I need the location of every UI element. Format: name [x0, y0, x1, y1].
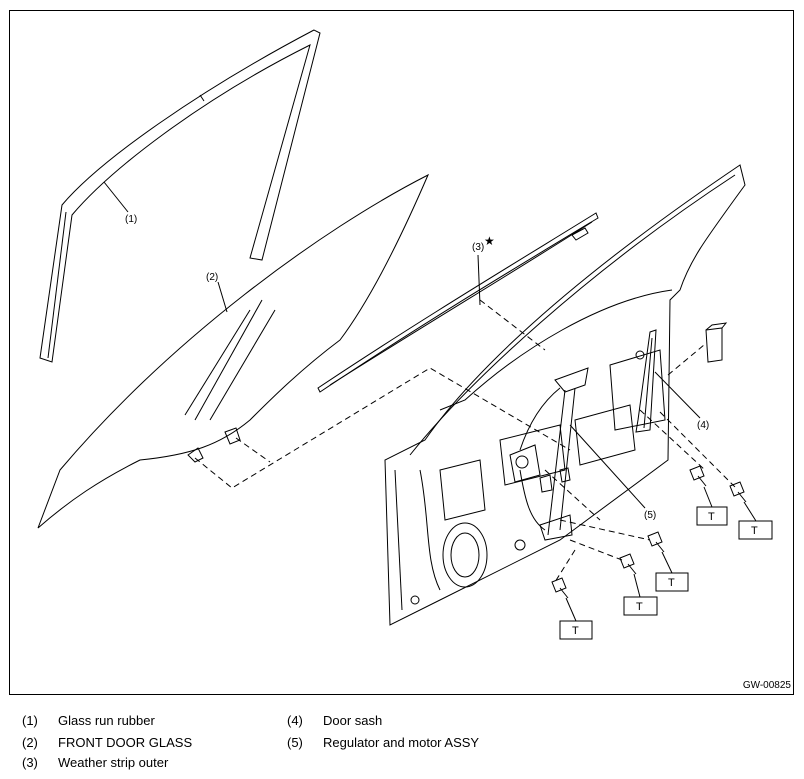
- bolt-4: [619, 553, 637, 575]
- legend-label: Glass run rubber: [58, 713, 155, 728]
- door-inner-panel: [384, 164, 746, 626]
- leader-lines: [103, 181, 701, 509]
- legend-item-1: (1) Glass run rubber: [22, 713, 155, 728]
- legend-num: (2): [22, 735, 38, 750]
- legend-item-2: (2) FRONT DOOR GLASS: [22, 735, 192, 750]
- bolt-1: [689, 465, 707, 487]
- door-sash: [635, 322, 728, 433]
- callout-1: (1): [125, 214, 137, 225]
- legend-item-5: (5) Regulator and motor ASSY: [287, 735, 479, 750]
- legend-label: FRONT DOOR GLASS: [58, 735, 193, 750]
- torque-label-2: T: [751, 525, 758, 537]
- bolt-5: [551, 577, 569, 599]
- regulator-and-motor-assy: [509, 367, 589, 541]
- front-door-glass: [37, 173, 430, 529]
- torque-label-5: T: [572, 625, 579, 637]
- callout-4: (4): [697, 420, 709, 431]
- callout-5: (5): [644, 510, 656, 521]
- assembly-guide-lines: [194, 299, 737, 583]
- callout-2: (2): [206, 272, 218, 283]
- star-mark: ★: [484, 234, 495, 248]
- bolt-3: [647, 531, 665, 553]
- legend-label: Weather strip outer: [58, 755, 169, 770]
- diagram-frame: [9, 10, 794, 695]
- legend-item-3: (3) Weather strip outer: [22, 755, 168, 770]
- callout-labels: (1) (2) (3) ★ (4) (5) T T T T T: [125, 214, 758, 637]
- torque-label-4: T: [636, 601, 643, 613]
- legend-num: (3): [22, 755, 38, 770]
- legend-num: (4): [287, 713, 303, 728]
- legend-num: (5): [287, 735, 303, 750]
- legend-num: (1): [22, 713, 38, 728]
- torque-label-1: T: [708, 511, 715, 523]
- torque-label-3: T: [668, 577, 675, 589]
- bolts: [551, 465, 747, 599]
- legend-label: Door sash: [323, 713, 383, 728]
- torque-boxes: [559, 486, 773, 640]
- legend-item-4: (4) Door sash: [287, 713, 382, 728]
- legend-label: Regulator and motor ASSY: [323, 735, 480, 750]
- glass-run-rubber: [39, 29, 321, 363]
- figure-id: GW-00825: [742, 680, 791, 691]
- callout-3: (3): [472, 242, 484, 253]
- bolt-2: [729, 481, 747, 503]
- weather-strip-outer: [317, 212, 599, 393]
